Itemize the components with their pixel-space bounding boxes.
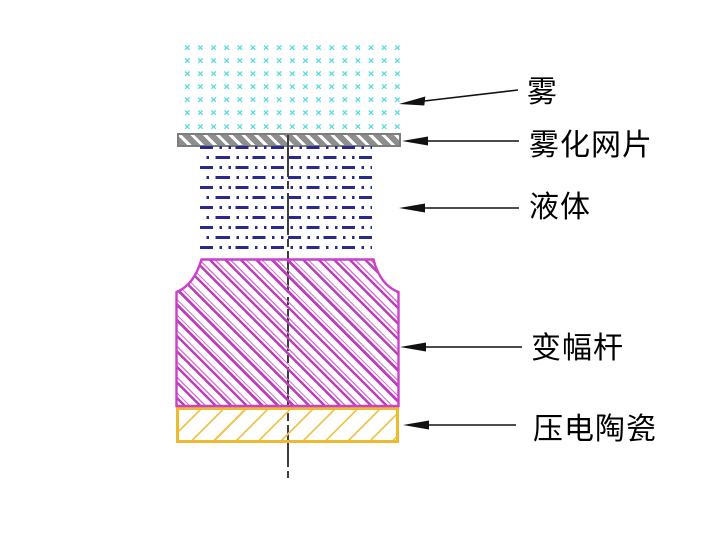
liquid-row (200, 195, 372, 199)
liquid-row (200, 215, 372, 219)
mist-row: ××××××××××××××××× (184, 54, 400, 68)
label-mist: 雾 (527, 76, 558, 109)
arrow-liquid (399, 203, 519, 213)
arrow-piezo (403, 420, 516, 430)
liquid-row (200, 155, 372, 159)
liquid-row (200, 205, 372, 209)
liquid-row (200, 225, 372, 229)
piezo-ceramic-block (176, 407, 399, 443)
horn-hatch-fill (176, 259, 399, 406)
label-liquid: 液体 (529, 191, 591, 224)
label-horn: 变幅杆 (531, 332, 624, 365)
mist-row: ××××××××××××××××× (184, 93, 400, 107)
liquid-row (200, 175, 372, 179)
liquid-row (200, 245, 372, 249)
mist-row: ××××××××××××××××× (184, 67, 400, 81)
mist-row: ××××××××××××××××× (184, 119, 400, 133)
liquid-row (200, 185, 372, 189)
mist-row: ××××××××××××××××× (184, 106, 400, 120)
mist-region: ××××××××××××××××××××××××××××××××××××××××… (184, 41, 400, 133)
mist-row: ××××××××××××××××× (184, 41, 400, 54)
liquid-row (200, 235, 372, 239)
horn-outline (175, 258, 400, 408)
label-piezo: 压电陶瓷 (533, 413, 657, 446)
liquid-row (200, 146, 372, 149)
mist-row: ××××××××××××××××× (184, 80, 400, 94)
liquid-row (200, 165, 372, 169)
label-mesh: 雾化网片 (529, 129, 653, 162)
arrow-mist (399, 89, 519, 106)
arrow-mesh (402, 136, 519, 146)
liquid-region (200, 146, 372, 254)
arrow-horn (400, 342, 522, 352)
